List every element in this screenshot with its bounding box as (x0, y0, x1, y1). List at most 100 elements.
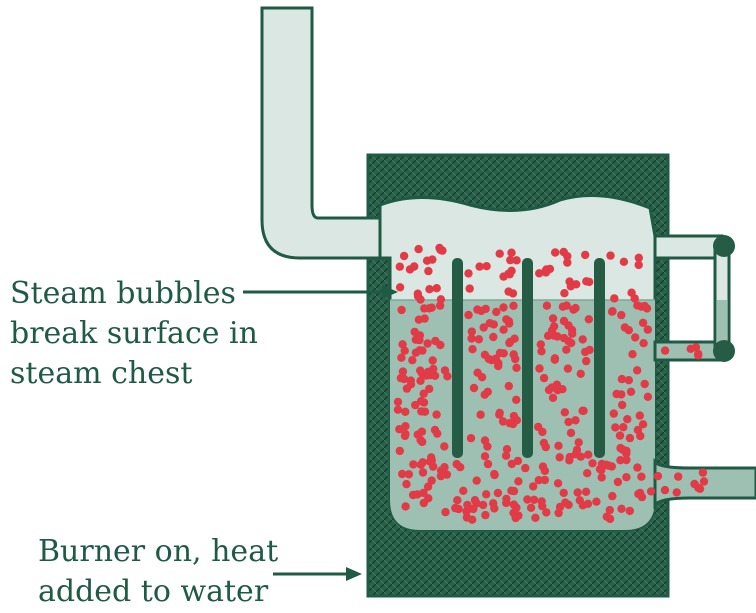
steam-bubble (634, 490, 642, 498)
steam-bubble (620, 258, 628, 266)
steam-bubble (408, 356, 416, 364)
steam-bubble (529, 482, 537, 490)
steam-bubble (411, 328, 419, 336)
steam-bubble (395, 425, 403, 433)
steam-bubble (420, 499, 428, 507)
gauge-valve-bottom (713, 340, 735, 362)
steam-bubble (538, 428, 546, 436)
steam-bubble (639, 319, 647, 327)
steam-bubble (411, 401, 419, 409)
steam-bubble (475, 262, 483, 270)
steam-bubble (521, 464, 529, 472)
steam-bubble (694, 351, 702, 359)
steam-bubble (539, 462, 547, 470)
steam-bubble (409, 491, 417, 499)
steam-bubble (443, 372, 451, 380)
steam-bubble (582, 357, 590, 365)
steam-bubble (618, 401, 626, 409)
steam-bubble (429, 365, 437, 373)
steam-bubble (700, 477, 708, 485)
steam-bubble (573, 446, 581, 454)
steam-bubble (472, 499, 480, 507)
steam-bubble (634, 426, 642, 434)
steam-bubble (429, 356, 437, 364)
gauge-glass-upper-arm (655, 236, 722, 258)
steam-bubble (583, 469, 591, 477)
steam-bubble (475, 335, 483, 343)
steam-bubble (554, 479, 562, 487)
steam-bubble (637, 473, 645, 481)
steam-bubble (561, 408, 569, 416)
steam-bubble (482, 490, 490, 498)
steam-bubble (567, 339, 575, 347)
steam-bubble (543, 302, 551, 310)
steam-bubble (499, 303, 507, 311)
burner-label-arrow (273, 567, 362, 581)
steam-bubble (420, 304, 428, 312)
steam-bubble (608, 308, 616, 316)
steam-bubble (499, 326, 507, 334)
steam-bubble (428, 255, 436, 263)
steam-bubble (433, 429, 441, 437)
steam-bubble (401, 502, 409, 510)
steam-bubble (654, 472, 662, 480)
steam-bubble (622, 456, 630, 464)
steam-bubble (489, 333, 497, 341)
steam-bubble (694, 484, 702, 492)
steam-bubble (436, 341, 444, 349)
steam-bubble (554, 386, 562, 394)
steam-bubble (502, 499, 510, 507)
steam-bubble (428, 476, 436, 484)
steam-bubbles-label: Steam bubbles break surface in steam che… (10, 274, 258, 394)
steam-bubble (412, 336, 420, 344)
steam-bubble (510, 487, 518, 495)
steam-bubble (463, 513, 471, 521)
steam-bubble (643, 304, 651, 312)
steam-bubble (436, 301, 444, 309)
steam-bubble (505, 339, 513, 347)
steam-bubble (535, 364, 543, 372)
steam-bubble (510, 350, 518, 358)
steam-bubble (647, 487, 655, 495)
steam-bubble (400, 252, 408, 260)
steam-bubble (549, 314, 557, 322)
steam-bubble (538, 502, 546, 510)
steam-bubble (396, 447, 404, 455)
steam-bubble (429, 462, 437, 470)
steam-bubble (610, 294, 618, 302)
steam-bubble (639, 339, 647, 347)
steam-bubble (433, 284, 441, 292)
steam-bubble (551, 356, 559, 364)
steam-bubble (571, 416, 579, 424)
steam-bubble (626, 507, 634, 515)
steam-bubble (419, 489, 427, 497)
steam-bubble (451, 504, 459, 512)
steam-bubble (598, 460, 606, 468)
steam-bubble (418, 369, 426, 377)
steam-bubble (550, 331, 558, 339)
steam-bubble (588, 459, 596, 467)
steam-bubble (636, 411, 644, 419)
steam-bubble (576, 496, 584, 504)
steam-bubble (542, 268, 550, 276)
steam-bubble (435, 244, 443, 252)
steam-bubble (564, 364, 572, 372)
steam-bubble (483, 442, 491, 450)
steam-bubble (494, 489, 502, 497)
steam-bubble (417, 407, 425, 415)
steam-bubble (556, 503, 564, 511)
steam-bubble (540, 439, 548, 447)
steam-bubble (608, 492, 616, 500)
gauge-glass-water (717, 300, 727, 346)
steam-bubble (582, 488, 590, 496)
steam-label-line-3: steam chest (10, 354, 258, 394)
steam-bubble (606, 251, 614, 259)
steam-bubble (567, 429, 575, 437)
steam-bubble (564, 501, 572, 509)
steam-bubble (420, 314, 428, 322)
steam-bubble (537, 340, 545, 348)
steam-bubble (584, 451, 592, 459)
steam-bubble (641, 380, 649, 388)
steam-bubble (625, 326, 633, 334)
steam-bubble (496, 250, 504, 258)
